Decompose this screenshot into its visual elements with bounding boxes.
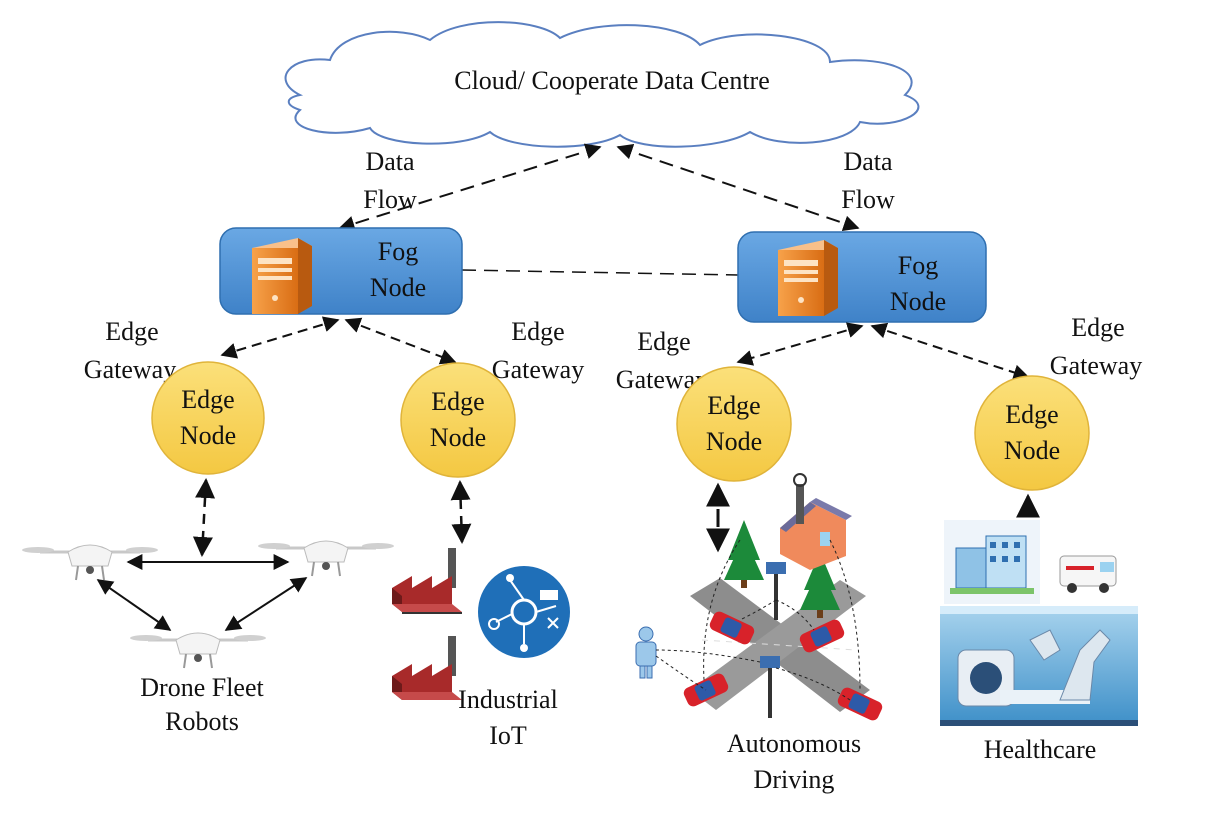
gateway-3-line1: Edge [637, 327, 690, 356]
app-healthcare-line1: Healthcare [984, 735, 1097, 764]
autonomous-driving-scene [635, 473, 883, 721]
data-flow-right-line2: Flow [841, 185, 895, 214]
arrow-fog-edge-2 [344, 317, 457, 365]
pedestrian-icon [635, 626, 657, 679]
server-icon [778, 240, 838, 316]
factory-icon [392, 636, 462, 700]
tree-icon [800, 552, 840, 618]
gateway-1-line1: Edge [105, 317, 158, 346]
edge-node-2: Edge Node [400, 362, 516, 478]
fog-node-right: Fog Node [737, 231, 987, 323]
drone-link-right [224, 577, 308, 631]
edge-node-1-line1: Edge [181, 385, 234, 414]
edge-node-4: Edge Node [974, 375, 1090, 491]
data-flow-left-line2: Flow [363, 185, 417, 214]
arrow-cloud-fog-right [616, 144, 860, 231]
car-icon [799, 619, 845, 653]
car-icon [709, 611, 755, 645]
app-driving-line1: Autonomous [727, 729, 861, 758]
tree-icon [724, 520, 764, 588]
fog-link [461, 269, 739, 276]
ambulance-icon [1059, 555, 1117, 593]
edge-node-3-line1: Edge [707, 391, 760, 420]
drone-fleet [22, 540, 394, 669]
car-icon [837, 687, 883, 721]
house-icon [780, 498, 852, 570]
drone-icon [130, 632, 266, 669]
cloud-label: Cloud/ Cooperate Data Centre [454, 66, 770, 95]
app-driving-line2: Driving [754, 765, 835, 794]
app-drone-line1: Drone Fleet [140, 673, 264, 702]
edge-node-4-line1: Edge [1005, 400, 1058, 429]
cloud: Cloud/ Cooperate Data Centre [284, 21, 920, 148]
edge-node-2-line1: Edge [431, 387, 484, 416]
drone-link-left [96, 579, 172, 631]
arrow-fog-edge-4 [870, 322, 1030, 381]
data-flow-left-line1: Data [365, 147, 415, 176]
edge-node-1: Edge Node [151, 361, 265, 475]
drone-icon [258, 540, 394, 577]
edge-node-2-line2: Node [430, 423, 486, 452]
app-drone-line2: Robots [165, 707, 239, 736]
arrow-edge1-drones [192, 478, 216, 557]
edge-node-3: Edge Node [676, 366, 792, 482]
edge-node-4-line2: Node [1004, 436, 1060, 465]
gateway-1-line2: Gateway [84, 355, 176, 384]
server-icon [252, 238, 312, 314]
arrow-fog-edge-3 [736, 322, 864, 366]
fog-node-left: Fog Node [219, 227, 463, 315]
cell-tower-icon [760, 656, 780, 718]
app-iot-line2: IoT [489, 721, 527, 750]
fog-right-line2: Node [890, 287, 946, 316]
gateway-4-line1: Edge [1071, 313, 1124, 342]
antenna-icon [793, 473, 807, 524]
edge-node-1-line2: Node [180, 421, 236, 450]
hospital-icon [944, 520, 1040, 604]
gateway-2-line2: Gateway [492, 355, 584, 384]
fog-right-line1: Fog [898, 251, 938, 280]
arrow-cloud-fog-left [338, 143, 602, 232]
edge-node-3-line2: Node [706, 427, 762, 456]
arrow-edge2-iot [450, 480, 472, 544]
surgical-robot-image [940, 606, 1138, 726]
factory-icon [392, 548, 462, 614]
gateway-2-line1: Edge [511, 317, 564, 346]
fog-left-line2: Node [370, 273, 426, 302]
fog-left-line1: Fog [378, 237, 418, 266]
data-flow-right-line1: Data [843, 147, 893, 176]
drone-icon [22, 544, 158, 581]
iot-network-icon [478, 566, 570, 658]
app-iot-line1: Industrial [458, 685, 558, 714]
gateway-4-line2: Gateway [1050, 351, 1142, 380]
cell-tower-icon [766, 562, 786, 620]
arrow-fog-edge-1 [220, 316, 340, 359]
